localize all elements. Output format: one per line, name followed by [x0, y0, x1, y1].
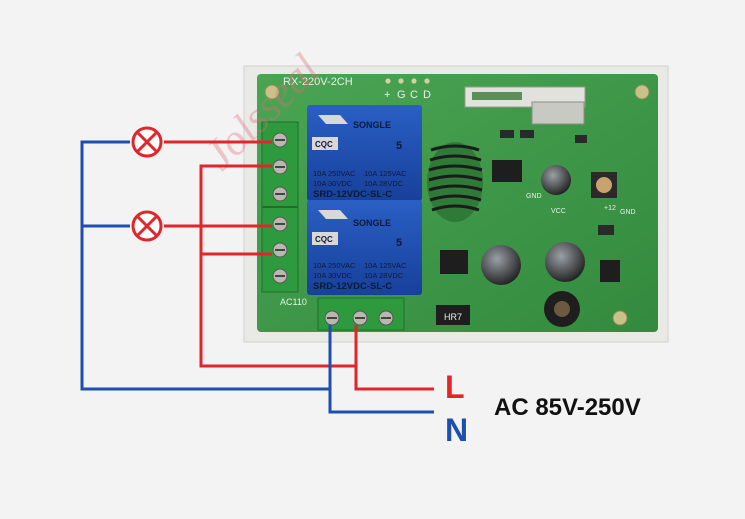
board-model-label: RX-220V-2CH: [283, 76, 353, 88]
mount-hole: [612, 310, 628, 326]
output-terminal-block: [261, 121, 299, 293]
header-pin-label: D: [423, 89, 431, 101]
pushbutton: [591, 172, 617, 198]
relay-1: SONGLE CQC 5 10A 250VAC 10A 125VAC 10A 3…: [307, 105, 422, 201]
rf-module: [464, 86, 586, 125]
header-pin-label: G: [397, 89, 406, 101]
component-label: +12: [604, 205, 616, 212]
terminal-label: AC110: [280, 297, 307, 307]
ic-chip: [440, 250, 468, 274]
relay-rating: 10A 28VDC: [364, 179, 404, 188]
ic-chip: [492, 160, 522, 182]
smd-part: [598, 225, 614, 235]
relay-brand: SONGLE: [353, 218, 391, 228]
relay-rating: 10A 125VAC: [364, 261, 407, 270]
relay-rating: 10A 30VDC: [313, 179, 353, 188]
relay-2: SONGLE CQC 5 10A 250VAC 10A 125VAC 10A 3…: [307, 200, 422, 295]
header-pin-label: C: [410, 89, 418, 101]
relay-cert: CQC: [315, 235, 333, 244]
component-label: VCC: [551, 208, 566, 215]
relay-rating: 10A 30VDC: [313, 271, 353, 280]
smd-part: [520, 130, 534, 138]
relay-rating: 10A 250VAC: [313, 169, 356, 178]
relay-model: SRD-12VDC-SL-C: [313, 189, 392, 200]
live-wiring: [164, 140, 434, 391]
voltage-label: AC 85V-250V: [494, 394, 641, 421]
smd-part: [575, 135, 587, 143]
neutral-wiring: [80, 140, 434, 414]
relay-cert: CQC: [315, 140, 333, 149]
relay-mark: 5: [396, 237, 402, 249]
smd-part: [600, 260, 620, 282]
mount-hole: [634, 84, 650, 100]
component-label: GND: [526, 193, 542, 200]
ic-chip: [436, 305, 470, 325]
relay-rating: 10A 250VAC: [313, 261, 356, 270]
component-label: GND: [620, 209, 636, 216]
input-terminal-block: [317, 297, 405, 331]
chip-label: HR7: [444, 312, 462, 322]
capacitor: [481, 165, 585, 327]
relay-rating: 10A 28VDC: [364, 271, 404, 280]
live-label: L: [445, 369, 465, 405]
relay-brand: SONGLE: [353, 120, 391, 130]
relay-rating: 10A 125VAC: [364, 169, 407, 178]
mount-hole: [264, 84, 280, 100]
header-pin-label: +: [384, 89, 390, 101]
lamp-1: [131, 126, 163, 158]
smd-part: [500, 130, 514, 138]
neutral-label: N: [445, 412, 468, 448]
lamp-2: [131, 210, 163, 242]
relay-mark: 5: [396, 140, 402, 152]
relay-model: SRD-12VDC-SL-C: [313, 281, 392, 292]
antenna-coil: [427, 142, 483, 222]
header-pins: + G C D: [384, 78, 431, 101]
